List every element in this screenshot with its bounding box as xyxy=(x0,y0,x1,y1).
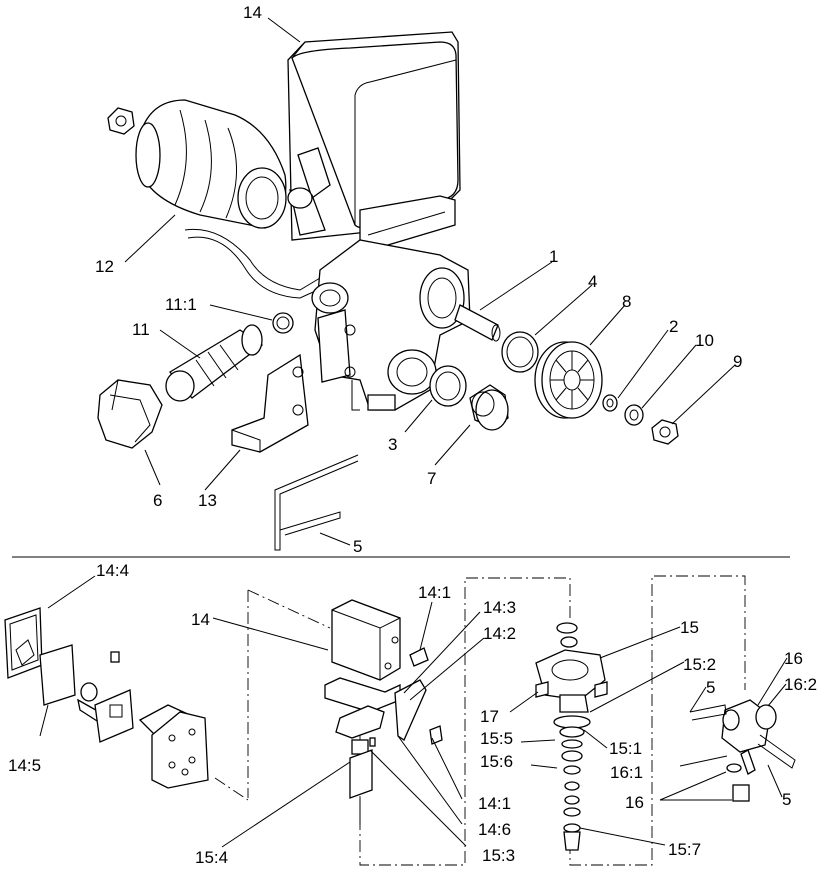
label-16-2: 16:2 xyxy=(784,675,817,694)
label-15-7: 15:7 xyxy=(668,840,701,859)
clip-5 xyxy=(274,454,359,551)
label-9: 9 xyxy=(733,352,742,371)
label-8: 8 xyxy=(622,292,631,311)
o-ring-4-inner xyxy=(506,336,534,368)
label-11: 11 xyxy=(132,320,150,339)
screw-14-1-bottom xyxy=(429,725,443,745)
label-12: 12 xyxy=(95,257,114,276)
solenoid-coil-14-bottom xyxy=(324,599,401,713)
plug-7 xyxy=(469,384,509,431)
o-ring-11-1-inner xyxy=(276,316,290,330)
label-14-1-top: 14:1 xyxy=(418,583,451,602)
washer-10 xyxy=(624,404,644,426)
label-15-5: 15:5 xyxy=(480,729,513,748)
washer-10-hole xyxy=(629,409,639,421)
o-ring-4 xyxy=(501,331,539,373)
screw-14-1-top xyxy=(409,647,429,667)
bottom-leader-lines xyxy=(39,575,788,848)
label-5-top: 5 xyxy=(706,678,715,697)
connector-plug xyxy=(77,651,209,789)
label-10: 10 xyxy=(695,331,714,350)
nut-9 xyxy=(651,419,679,445)
solenoid-coil-14 xyxy=(287,31,461,249)
armature-15-4 xyxy=(335,705,385,825)
label-14-1-bottom: 14:1 xyxy=(478,794,511,813)
screw-17 xyxy=(535,681,549,698)
label-7: 7 xyxy=(427,469,436,488)
label-5: 5 xyxy=(353,537,362,556)
label-15-2: 15:2 xyxy=(683,655,716,674)
label-15-3: 15:3 xyxy=(482,846,515,865)
label-16-top: 16 xyxy=(784,649,803,668)
coupling-nut-6 xyxy=(97,379,163,449)
label-14-5: 14:5 xyxy=(8,756,41,775)
label-11-1: 11:1 xyxy=(165,295,197,314)
label-15-6: 15:6 xyxy=(480,752,513,771)
label-1: 1 xyxy=(549,247,558,266)
top-leader-lines xyxy=(124,17,736,546)
label-16-bottom: 16 xyxy=(625,793,644,812)
label-15-1: 15:1 xyxy=(609,739,642,758)
screw-17b xyxy=(594,681,608,698)
hex-nut xyxy=(107,107,135,135)
shaft-1 xyxy=(454,304,499,341)
dash-box-right xyxy=(569,575,746,866)
label-5-bottom: 5 xyxy=(782,790,791,809)
bottom-labels: 14:4 14:5 14 14:1 14:3 14:2 14:1 14:6 15… xyxy=(8,561,817,867)
label-13: 13 xyxy=(198,491,217,510)
label-3: 3 xyxy=(388,435,397,454)
label-14-2: 14:2 xyxy=(483,624,516,643)
bracket-13 xyxy=(231,353,309,453)
gasket-14-5 xyxy=(39,644,76,706)
bottom-assembly: 14:4 14:5 14 14:1 14:3 14:2 14:1 14:6 15… xyxy=(4,561,817,867)
washer-2 xyxy=(602,394,618,412)
cover-14-4 xyxy=(4,607,43,679)
valve-body xyxy=(311,239,471,411)
o-ring-3-inner xyxy=(435,371,461,401)
label-17: 17 xyxy=(480,707,499,726)
label-16-1: 16:1 xyxy=(610,763,643,782)
label-2: 2 xyxy=(669,317,678,336)
label-6: 6 xyxy=(153,491,162,510)
valve-16 xyxy=(689,699,796,802)
shaft-end xyxy=(491,324,501,342)
top-assembly: 14 12 11:1 11 6 13 5 3 7 1 4 8 2 10 9 xyxy=(95,3,742,556)
clip-5-leg xyxy=(279,511,341,536)
label-14-bottom: 14 xyxy=(191,610,210,629)
lever-14-2 xyxy=(394,679,427,741)
label-14-6: 14:6 xyxy=(478,820,511,839)
wing-nut xyxy=(287,147,331,236)
label-15-4: 15:4 xyxy=(195,848,228,867)
hose-fitting-11 xyxy=(165,324,264,402)
dash-box-middle xyxy=(359,577,571,866)
label-14-4: 14:4 xyxy=(96,561,129,580)
top-labels: 14 12 11:1 11 6 13 5 3 7 1 4 8 2 10 9 xyxy=(95,3,742,556)
o-ring-11-1 xyxy=(272,312,294,334)
label-15: 15 xyxy=(680,618,699,637)
label-4: 4 xyxy=(588,272,597,291)
pilot-valve-15 xyxy=(535,622,606,851)
strainer-8 xyxy=(534,341,603,419)
drain-hose-12 xyxy=(135,99,323,299)
washer-2-hole xyxy=(606,398,614,408)
label-14: 14 xyxy=(243,3,262,22)
label-14-3: 14:3 xyxy=(483,598,516,617)
dash-line-left-bottom xyxy=(214,777,249,801)
dash-line-left-top xyxy=(247,589,331,629)
